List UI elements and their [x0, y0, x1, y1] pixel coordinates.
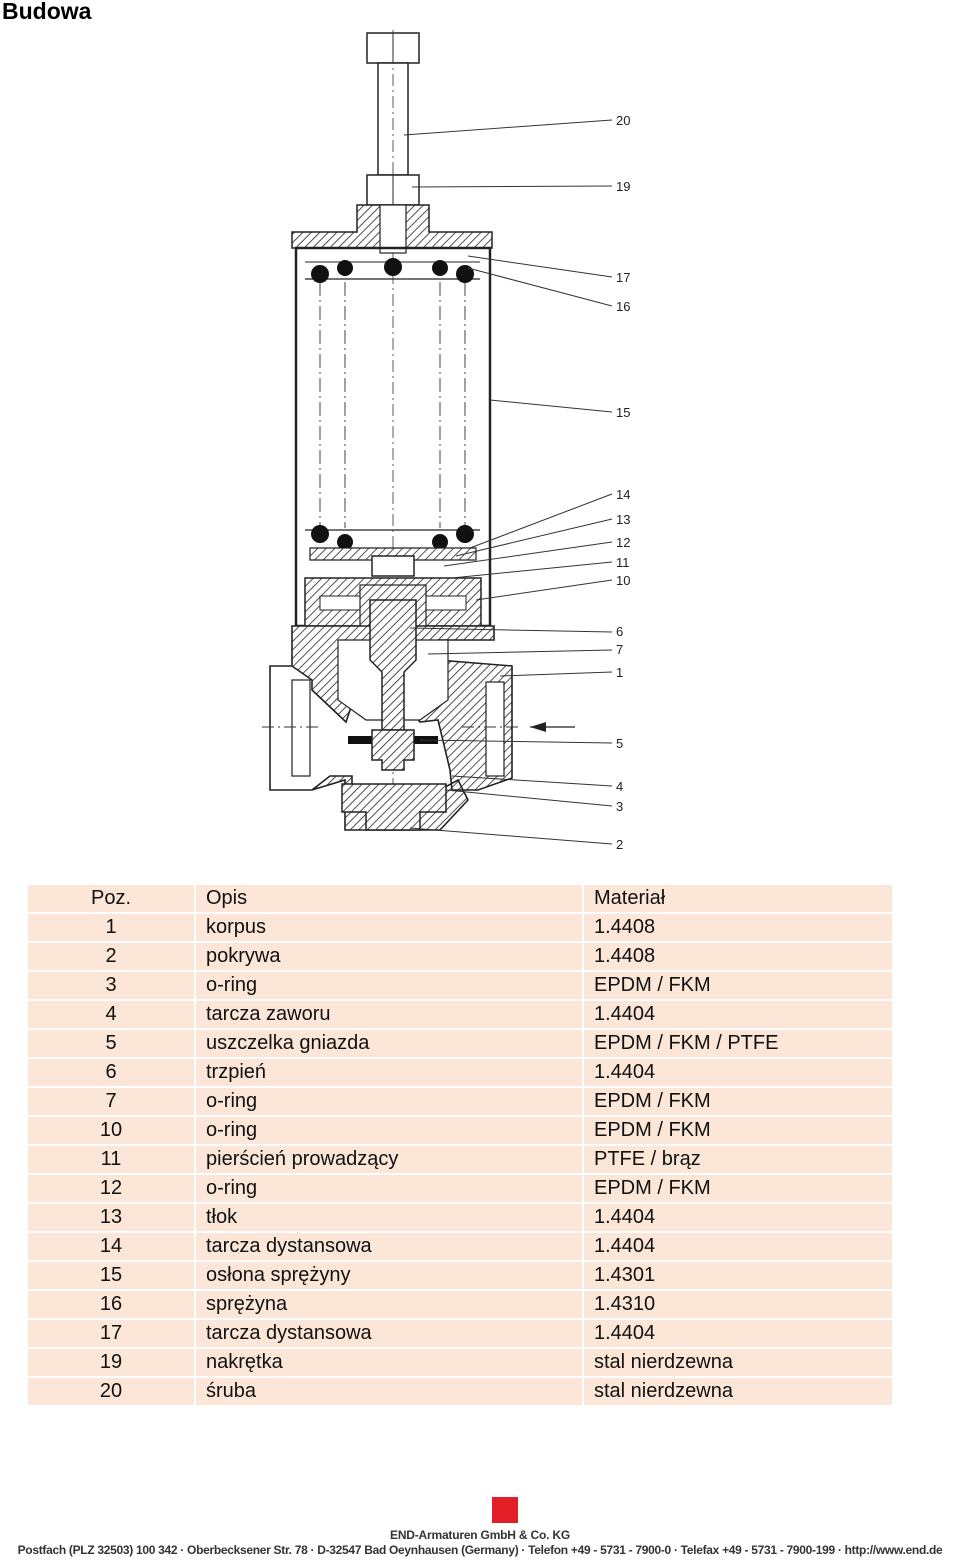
- cell-opis: o-ring: [195, 971, 584, 1001]
- cell-poz: 2: [28, 942, 196, 972]
- company-name: END-Armaturen GmbH & Co. KG: [390, 1528, 570, 1542]
- cell-material: 1.4301: [583, 1261, 892, 1291]
- company-address: Postfach (PLZ 32503) 100 342 · Oberbecks…: [17, 1543, 943, 1557]
- cell-material: stal nierdzewna: [583, 1377, 892, 1407]
- cell-material: 1.4408: [583, 913, 892, 943]
- callout-14: 14: [616, 487, 630, 502]
- callout-17: 17: [616, 270, 630, 285]
- cell-opis: uszczelka gniazda: [195, 1029, 584, 1059]
- cell-material: 1.4404: [583, 1232, 892, 1262]
- cell-opis: osłona sprężyny: [195, 1261, 584, 1291]
- cell-poz: 4: [28, 1000, 196, 1030]
- callout-7: 7: [616, 642, 623, 657]
- callout-16: 16: [616, 299, 630, 314]
- cell-material: EPDM / FKM: [583, 971, 892, 1001]
- cell-poz: 16: [28, 1290, 196, 1320]
- cell-poz: 7: [28, 1087, 196, 1117]
- callout-5: 5: [616, 736, 623, 751]
- header-material: Materiał: [583, 885, 892, 914]
- callout-3: 3: [616, 799, 623, 814]
- callout-1: 1: [616, 665, 623, 680]
- cell-poz: 13: [28, 1203, 196, 1233]
- cell-poz: 11: [28, 1145, 196, 1175]
- cell-material: EPDM / FKM: [583, 1087, 892, 1117]
- cell-poz: 14: [28, 1232, 196, 1262]
- cell-poz: 17: [28, 1319, 196, 1349]
- cell-opis: pokrywa: [195, 942, 584, 972]
- callout-19: 19: [616, 179, 630, 194]
- valve-cross-section-drawing: 20 19 17 16 15 14 13 12 11 10 6 7 1 5 4 …: [262, 30, 630, 852]
- cell-material: 1.4404: [583, 1203, 892, 1233]
- cell-poz: 12: [28, 1174, 196, 1204]
- cell-material: EPDM / FKM: [583, 1116, 892, 1146]
- callout-11: 11: [616, 555, 630, 570]
- callout-20: 20: [616, 113, 630, 128]
- cell-poz: 10: [28, 1116, 196, 1146]
- cell-opis: tłok: [195, 1203, 584, 1233]
- callout-12: 12: [616, 535, 630, 550]
- cell-material: EPDM / FKM: [583, 1174, 892, 1204]
- cell-opis: tarcza dystansowa: [195, 1319, 584, 1349]
- callout-15: 15: [616, 405, 630, 420]
- cell-material: PTFE / brąz: [583, 1145, 892, 1175]
- cell-opis: tarcza dystansowa: [195, 1232, 584, 1262]
- cell-opis: o-ring: [195, 1087, 584, 1117]
- header-poz: Poz.: [28, 885, 196, 914]
- page-title: Budowa: [2, 0, 92, 24]
- callout-2: 2: [616, 837, 623, 852]
- cell-poz: 20: [28, 1377, 196, 1407]
- cell-opis: tarcza zaworu: [195, 1000, 584, 1030]
- company-logo-icon: [492, 1497, 518, 1523]
- cell-material: stal nierdzewna: [583, 1348, 892, 1378]
- cell-opis: trzpień: [195, 1058, 584, 1088]
- cell-material: 1.4404: [583, 1058, 892, 1088]
- cell-material: 1.4408: [583, 942, 892, 972]
- cell-poz: 1: [28, 913, 196, 943]
- cell-opis: o-ring: [195, 1116, 584, 1146]
- table-header-row: Poz. Opis Materiał: [28, 885, 892, 914]
- cell-opis: śruba: [195, 1377, 584, 1407]
- cell-poz: 15: [28, 1261, 196, 1291]
- header-opis: Opis: [195, 885, 584, 914]
- cell-opis: korpus: [195, 913, 584, 943]
- callout-10: 10: [616, 573, 630, 588]
- cell-opis: pierścień prowadzący: [195, 1145, 584, 1175]
- cell-poz: 5: [28, 1029, 196, 1059]
- cell-opis: sprężyna: [195, 1290, 584, 1320]
- cell-opis: o-ring: [195, 1174, 584, 1204]
- cell-material: 1.4404: [583, 1000, 892, 1030]
- cell-poz: 19: [28, 1348, 196, 1378]
- callout-4: 4: [616, 779, 623, 794]
- cell-material: 1.4404: [583, 1319, 892, 1349]
- cell-poz: 3: [28, 971, 196, 1001]
- cell-material: EPDM / FKM / PTFE: [583, 1029, 892, 1059]
- cell-poz: 6: [28, 1058, 196, 1088]
- callout-13: 13: [616, 512, 630, 527]
- cell-opis: nakrętka: [195, 1348, 584, 1378]
- callout-6: 6: [616, 624, 623, 639]
- cell-material: 1.4310: [583, 1290, 892, 1320]
